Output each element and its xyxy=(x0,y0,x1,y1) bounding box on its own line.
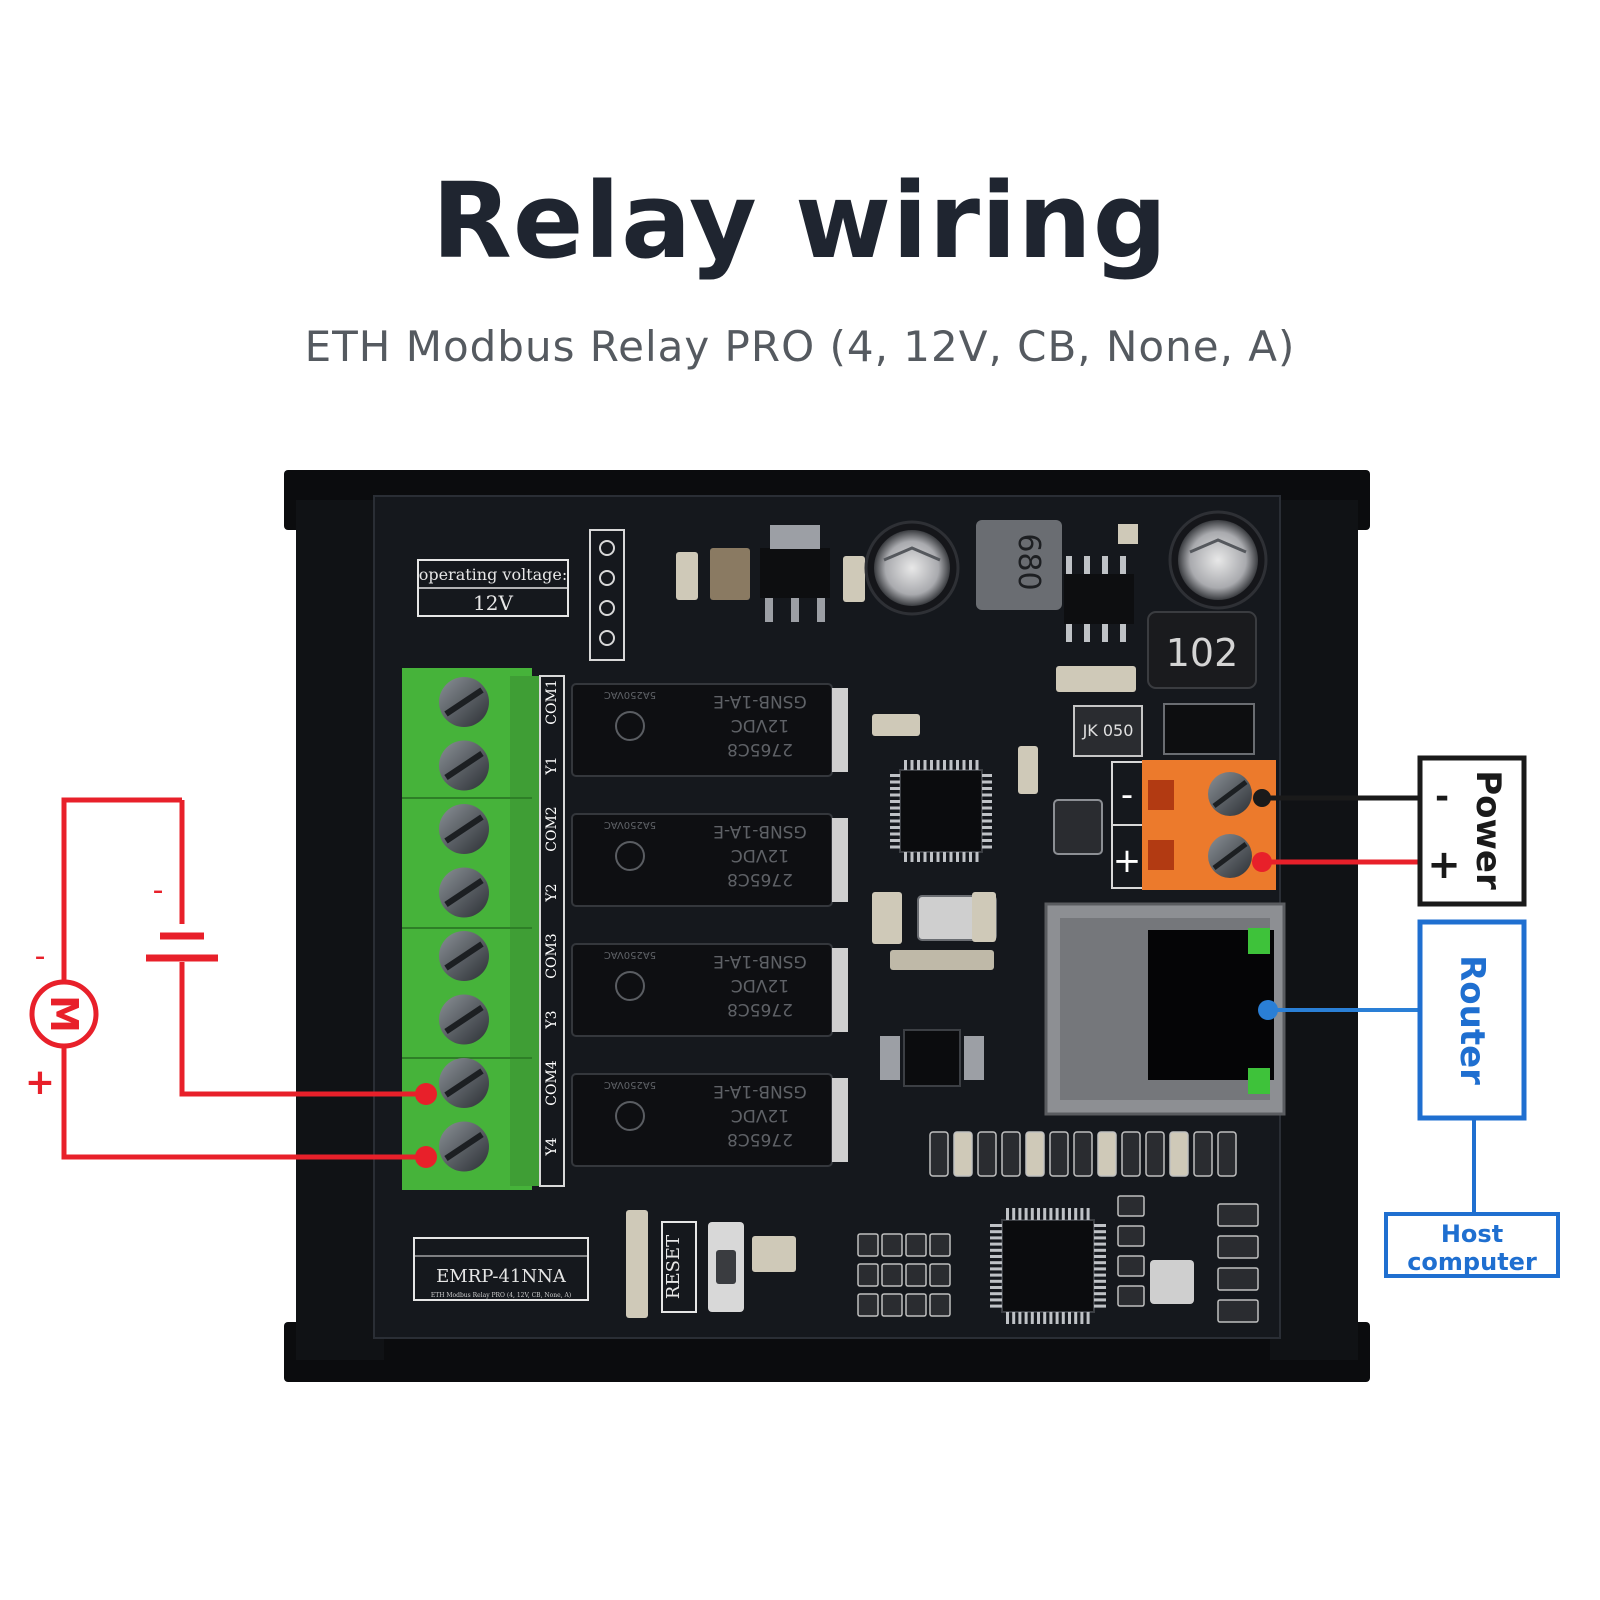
crystal xyxy=(872,892,997,970)
reset-label: RESET xyxy=(663,1235,684,1299)
motor-label: M xyxy=(42,995,86,1033)
relay: GSNB-1A-E 12VDC 2765C8 5A250VAC xyxy=(571,1073,848,1167)
chip-jk-text: JK 050 xyxy=(1082,721,1134,740)
model-label: EMRP-41NNA ETH Modbus Relay PRO (4, 12V,… xyxy=(413,1237,589,1301)
relay-text: 12VDC xyxy=(731,975,789,995)
inductor-680-text: 680 xyxy=(1011,533,1046,590)
ic-small xyxy=(880,1029,984,1087)
power-wiring: Power - + xyxy=(1252,755,1527,907)
terminal-screw xyxy=(439,1058,489,1108)
relay-text: GSNB-1A-E xyxy=(713,821,806,841)
inductor-102-text: 102 xyxy=(1166,631,1239,675)
terminal-label: Y1 xyxy=(544,756,560,775)
board-power-minus: - xyxy=(1121,775,1133,815)
router-box xyxy=(1417,919,1527,1121)
relay-text: 2765C8 xyxy=(727,869,793,889)
page-subtitle: ETH Modbus Relay PRO (4, 12V, CB, None, … xyxy=(304,322,1296,371)
relay-voltage-text: 5A250VAC xyxy=(604,949,656,960)
terminal-screw xyxy=(439,677,489,727)
wire-dot-y4 xyxy=(415,1146,437,1168)
board-power-plus: + xyxy=(1113,841,1142,881)
ic-top-right xyxy=(1056,524,1138,692)
host-label-line1: Host xyxy=(1441,1220,1503,1248)
voltage-value-text: 12V xyxy=(473,591,513,615)
relay-text: 12VDC xyxy=(731,1105,789,1125)
mcu-chip xyxy=(872,714,1103,862)
relay-text: 2765C8 xyxy=(727,1129,793,1149)
relay-voltage-text: 5A250VAC xyxy=(604,689,656,700)
battery-minus-label: - xyxy=(153,873,164,908)
terminal-screw xyxy=(439,994,489,1045)
regulator xyxy=(676,525,865,622)
relay-text: 2765C8 xyxy=(727,999,793,1019)
motor-plus-label: + xyxy=(25,1062,55,1103)
capacitor-left xyxy=(864,520,960,616)
network-wiring: Router Host computer xyxy=(1258,919,1560,1278)
relay-text: GSNB-1A-E xyxy=(713,951,806,971)
terminal-screw xyxy=(439,931,489,981)
terminal-label: COM3 xyxy=(544,933,560,978)
smd-components xyxy=(857,1131,1259,1323)
router-label: Router xyxy=(1452,955,1492,1085)
power-terminal: - + xyxy=(1111,760,1276,890)
terminal-label: COM1 xyxy=(544,679,560,724)
host-label-line2: computer xyxy=(1407,1248,1537,1276)
pin-header xyxy=(589,529,625,661)
ethernet-controller-chip xyxy=(990,1208,1194,1324)
relay: GSNB-1A-E 12VDC 2765C8 5A250VAC xyxy=(571,943,848,1037)
relay-text: 12VDC xyxy=(731,715,789,735)
power-plus-label: + xyxy=(1427,842,1461,888)
motor-minus-label: - xyxy=(35,939,46,974)
terminal-screw xyxy=(439,804,489,854)
terminal-screw xyxy=(439,867,489,918)
load-circuit: - M - + xyxy=(25,797,437,1168)
relay-text: 2765C8 xyxy=(727,739,793,759)
terminal-screw xyxy=(439,1121,489,1172)
chip-jk: JK 050 xyxy=(1073,703,1255,757)
relay: GSNB-1A-E 12VDC 2765C8 5A250VAC xyxy=(571,813,848,907)
terminal-label: COM4 xyxy=(544,1060,560,1106)
relay: GSNB-1A-E 12VDC 2765C8 5A250VAC xyxy=(571,683,848,777)
capacitor-right xyxy=(1168,510,1268,610)
terminal-screw xyxy=(439,740,489,791)
reset-button: RESET xyxy=(626,1210,796,1318)
relay-text: GSNB-1A-E xyxy=(713,691,806,711)
terminal-label: Y2 xyxy=(544,883,560,902)
terminal-label: Y3 xyxy=(544,1010,560,1029)
terminal-label: COM2 xyxy=(544,806,560,851)
inductor-680: 680 xyxy=(976,520,1062,610)
relay-text: GSNB-1A-E xyxy=(713,1081,806,1101)
voltage-label-text: operating voltage: xyxy=(419,565,568,584)
relay-voltage-text: 5A250VAC xyxy=(604,1079,656,1090)
inductor-102: 102 xyxy=(1147,611,1257,689)
model-label-text: EMRP-41NNA xyxy=(436,1266,567,1287)
page-title: Relay wiring xyxy=(431,160,1169,282)
voltage-label: operating voltage: 12V xyxy=(417,559,569,617)
host-computer-box xyxy=(1384,1212,1560,1278)
ethernet-port xyxy=(1044,902,1286,1116)
motor-symbol xyxy=(29,979,99,1049)
wire-dot-com4 xyxy=(415,1083,437,1105)
relays: GSNB-1A-E 12VDC 2765C8 5A250VAC GSNB-1A-E 12V… xyxy=(571,683,848,1167)
model-label-small: ETH Modbus Relay PRO (4, 12V, CB, None, … xyxy=(431,1292,571,1299)
power-minus-label: - xyxy=(1435,777,1449,817)
power-label: Power xyxy=(1468,770,1508,890)
relay-voltage-text: 5A250VAC xyxy=(604,819,656,830)
terminal-label: Y4 xyxy=(544,1137,560,1156)
relay-text: 12VDC xyxy=(731,845,789,865)
power-box xyxy=(1417,755,1527,907)
